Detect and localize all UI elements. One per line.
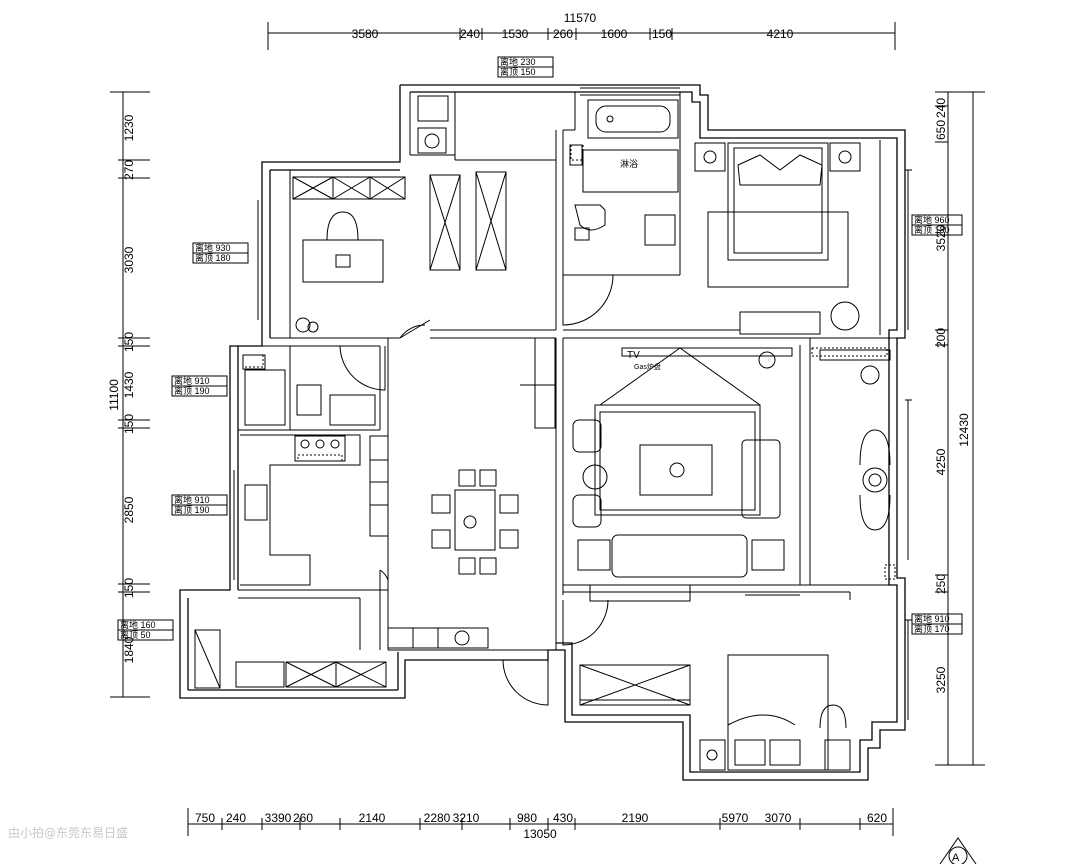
tag-1-top: 离顶 150 <box>500 66 536 77</box>
dim-bottom-6: 2280 <box>424 811 451 825</box>
tag-2-height: 离地 930 <box>195 242 231 253</box>
living-room <box>572 347 891 578</box>
dim-left-2: 270 <box>122 160 136 180</box>
dim-left-9: 1840 <box>122 636 136 663</box>
dim-right-7: 3250 <box>934 666 948 693</box>
dim-bottom-8: 980 <box>517 811 537 825</box>
guest-bathroom <box>242 354 376 426</box>
dim-bottom-3: 3390 <box>265 811 292 825</box>
tag-7-height: 离地 910 <box>914 613 950 624</box>
dim-left-1: 1230 <box>122 114 136 141</box>
utility-room <box>417 95 449 154</box>
dim-bottom-11: 5970 <box>722 811 749 825</box>
dim-left-4: 150 <box>122 332 136 352</box>
dim-left-7: 2850 <box>122 496 136 523</box>
dim-right-2: 650 <box>934 120 948 140</box>
dim-top-7: 4210 <box>767 27 794 41</box>
dim-left-5: 1430 <box>122 371 136 398</box>
dim-bottom-1: 750 <box>195 811 215 825</box>
top-dimension-line <box>267 22 896 50</box>
watermark: 由小拍@东莞东易日盛 <box>8 826 129 840</box>
dining-area <box>369 337 556 649</box>
master-bedroom <box>694 142 861 335</box>
tag-5-height: 离地 910 <box>174 494 210 505</box>
label-north: A <box>952 852 960 864</box>
dim-bottom-9: 430 <box>553 811 573 825</box>
bedroom-bottom <box>579 584 851 771</box>
left-dimension-line <box>110 91 150 698</box>
dim-top-4: 260 <box>553 27 573 41</box>
north-arrow-icon <box>939 837 977 864</box>
doors <box>339 274 614 706</box>
outer-walls <box>179 84 906 781</box>
tag-boxes <box>117 56 963 641</box>
windows <box>229 87 912 720</box>
dim-top-3: 1530 <box>502 27 529 41</box>
bottom-dimension-line <box>187 808 894 836</box>
dim-bottom-total: 13050 <box>523 827 557 841</box>
dim-right-total: 12430 <box>957 413 971 447</box>
dim-top-1: 3580 <box>352 27 379 41</box>
dim-bottom-4: 260 <box>293 811 313 825</box>
interior-walls <box>238 92 900 701</box>
dim-top-6: 150 <box>652 27 672 41</box>
dim-bottom-2: 240 <box>226 811 246 825</box>
tag-3-height: 离地 960 <box>914 214 950 225</box>
label-tv: TV <box>627 350 640 361</box>
dim-bottom-12: 3070 <box>765 811 792 825</box>
tag-4-top: 离顶 190 <box>174 385 210 396</box>
dim-top-5: 1600 <box>601 27 628 41</box>
dim-left-total: 11100 <box>107 379 121 411</box>
dim-bottom-5: 2140 <box>359 811 386 825</box>
hatch-bands <box>242 144 896 580</box>
label-tv-sub: Gas炉盘 <box>634 362 661 371</box>
dim-right-6: 250 <box>934 574 948 594</box>
dim-left-8: 150 <box>122 578 136 598</box>
dim-right-5: 4250 <box>934 448 948 475</box>
tag-4-height: 离地 910 <box>174 375 210 386</box>
dim-left-3: 3030 <box>122 246 136 273</box>
tag-6-top: 离顶 50 <box>120 629 151 640</box>
label-shower: 淋浴 <box>620 158 638 169</box>
dim-bottom-7: 3210 <box>453 811 480 825</box>
dim-left-6: 150 <box>122 414 136 434</box>
tag-5-top: 离顶 190 <box>174 504 210 515</box>
bathroom <box>569 99 679 246</box>
kitchen <box>194 434 387 689</box>
tag-7-top: 离顶 170 <box>914 623 950 634</box>
dim-top-total: 11570 <box>564 11 597 25</box>
right-dimension-line <box>935 91 985 766</box>
dim-bottom-13: 620 <box>867 811 887 825</box>
dim-right-3: 3520 <box>934 224 948 251</box>
dim-bottom-10: 2190 <box>622 811 649 825</box>
dim-right-1: 240 <box>934 98 948 118</box>
bedroom-top-left <box>292 171 507 333</box>
tag-6-height: 离地 160 <box>120 619 156 630</box>
dim-top-2: 240 <box>460 27 480 41</box>
tag-2-top: 离顶 180 <box>195 252 231 263</box>
dim-right-4: 200 <box>934 328 948 348</box>
tag-3-top: 离顶 180 <box>914 224 950 235</box>
tag-1-height: 离地 230 <box>500 56 536 67</box>
